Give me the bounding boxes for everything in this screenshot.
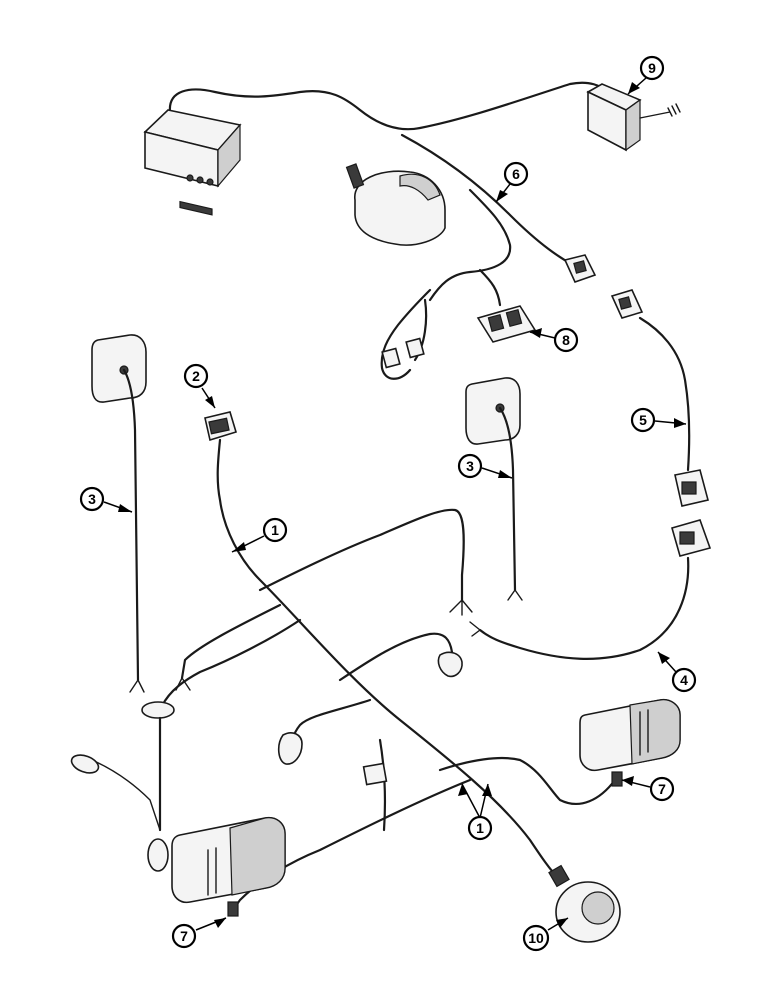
small-switches xyxy=(381,337,425,369)
callout-label-8: 8 xyxy=(562,332,570,348)
callout-7a: 7 xyxy=(621,776,675,802)
callout-label-1a: 1 xyxy=(271,522,279,538)
callout-label-9: 9 xyxy=(648,60,656,76)
wiper-motor xyxy=(345,163,446,246)
connector-4 xyxy=(469,519,712,660)
switch-panel xyxy=(476,305,537,343)
callout-label-2: 2 xyxy=(192,368,200,384)
rear-lamp-left xyxy=(171,816,286,917)
callout-3a: 3 xyxy=(79,486,133,513)
callout-label-3a: 3 xyxy=(88,491,96,507)
speaker-unit xyxy=(586,83,681,152)
wire-5 xyxy=(638,316,691,472)
callout-label-5: 5 xyxy=(639,412,647,428)
work-lamp-right xyxy=(465,377,523,601)
callout-label-6: 6 xyxy=(512,166,520,182)
work-lamp-left xyxy=(91,334,147,693)
callout-label-4: 4 xyxy=(680,672,688,688)
trailer-socket xyxy=(548,864,621,943)
callout-label-3b: 3 xyxy=(466,458,474,474)
radio-unit xyxy=(143,109,242,216)
callout-label-7b: 7 xyxy=(180,928,188,944)
callout-3b: 3 xyxy=(457,453,513,479)
callout-2: 2 xyxy=(183,363,216,409)
callout-6: 6 xyxy=(495,161,529,203)
sensors xyxy=(277,651,463,786)
callout-label-7a: 7 xyxy=(658,781,666,797)
callout-5: 5 xyxy=(630,407,687,433)
connector-upper xyxy=(563,254,644,319)
callout-4: 4 xyxy=(657,651,697,693)
callout-label-10: 10 xyxy=(528,930,544,946)
connector-5 xyxy=(674,469,709,507)
callout-8: 8 xyxy=(529,327,579,353)
upper-harness xyxy=(168,81,612,380)
callout-1a: 1 xyxy=(231,517,288,553)
callout-9: 9 xyxy=(627,55,665,95)
callout-label-1b: 1 xyxy=(476,820,484,836)
callout-7b: 7 xyxy=(171,917,227,949)
fuel-sender xyxy=(70,701,175,872)
callout-10: 10 xyxy=(522,917,569,952)
callout-1b: 1 xyxy=(458,783,493,841)
rear-lamp-right xyxy=(579,698,681,787)
